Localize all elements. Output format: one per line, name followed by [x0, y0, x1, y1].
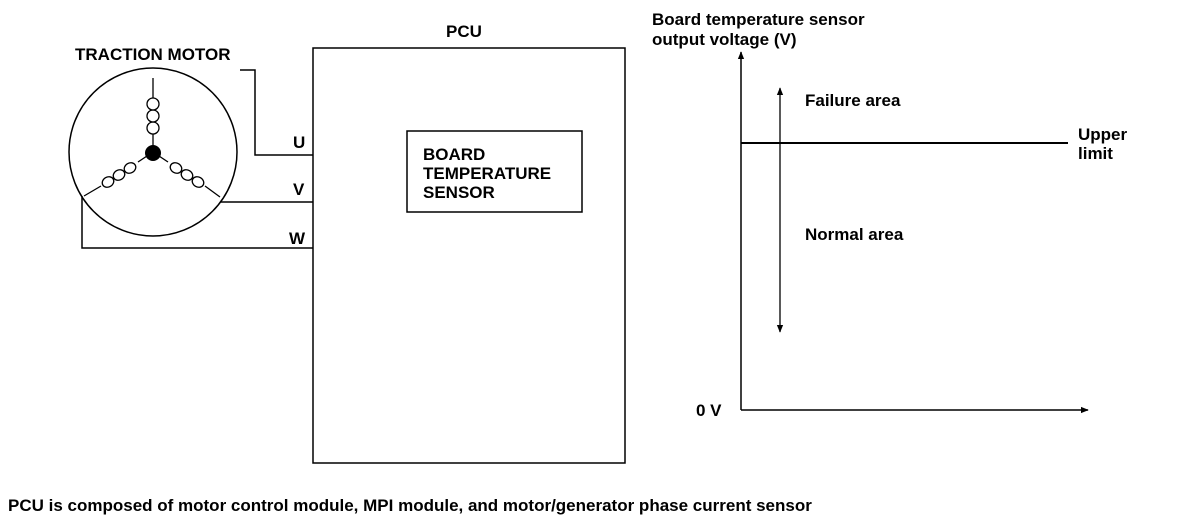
zero-volt-label: 0 V	[696, 401, 722, 420]
sensor-box	[406, 130, 583, 213]
pcu-box	[312, 47, 626, 464]
phase-u-wire	[240, 69, 313, 156]
motor-neutral-point	[145, 145, 161, 161]
pcu-label: PCU	[446, 22, 482, 41]
failure-area-label: Failure area	[805, 91, 901, 110]
y-axis-label-line2: output voltage (V)	[652, 30, 796, 49]
sensor-label-line2: TEMPERATURE	[423, 164, 551, 183]
sensor-label-line3: SENSOR	[423, 183, 495, 202]
caption: PCU is composed of motor control module,…	[8, 496, 812, 515]
motor-housing	[68, 67, 238, 237]
phase-wires	[81, 69, 313, 249]
motor-label: TRACTION MOTOR	[75, 45, 231, 64]
traction-motor: TRACTION MOTOR	[68, 45, 238, 237]
normal-area-label: Normal area	[805, 225, 904, 244]
phase-w-label: W	[289, 229, 306, 248]
upper-limit-label-line1: Upper	[1078, 125, 1128, 144]
phase-w-wire	[81, 196, 313, 249]
y-axis-label-line1: Board temperature sensor	[652, 10, 865, 29]
motor-coil-left	[83, 151, 154, 197]
voltage-graph: Board temperature sensor output voltage …	[652, 10, 1128, 420]
sensor-label-line1: BOARD	[423, 145, 485, 164]
motor-coil-right	[152, 151, 221, 198]
phase-v-label: V	[293, 180, 305, 199]
phase-u-label: U	[293, 133, 305, 152]
motor-coil-top	[146, 78, 160, 152]
upper-limit-label-line2: limit	[1078, 144, 1113, 163]
